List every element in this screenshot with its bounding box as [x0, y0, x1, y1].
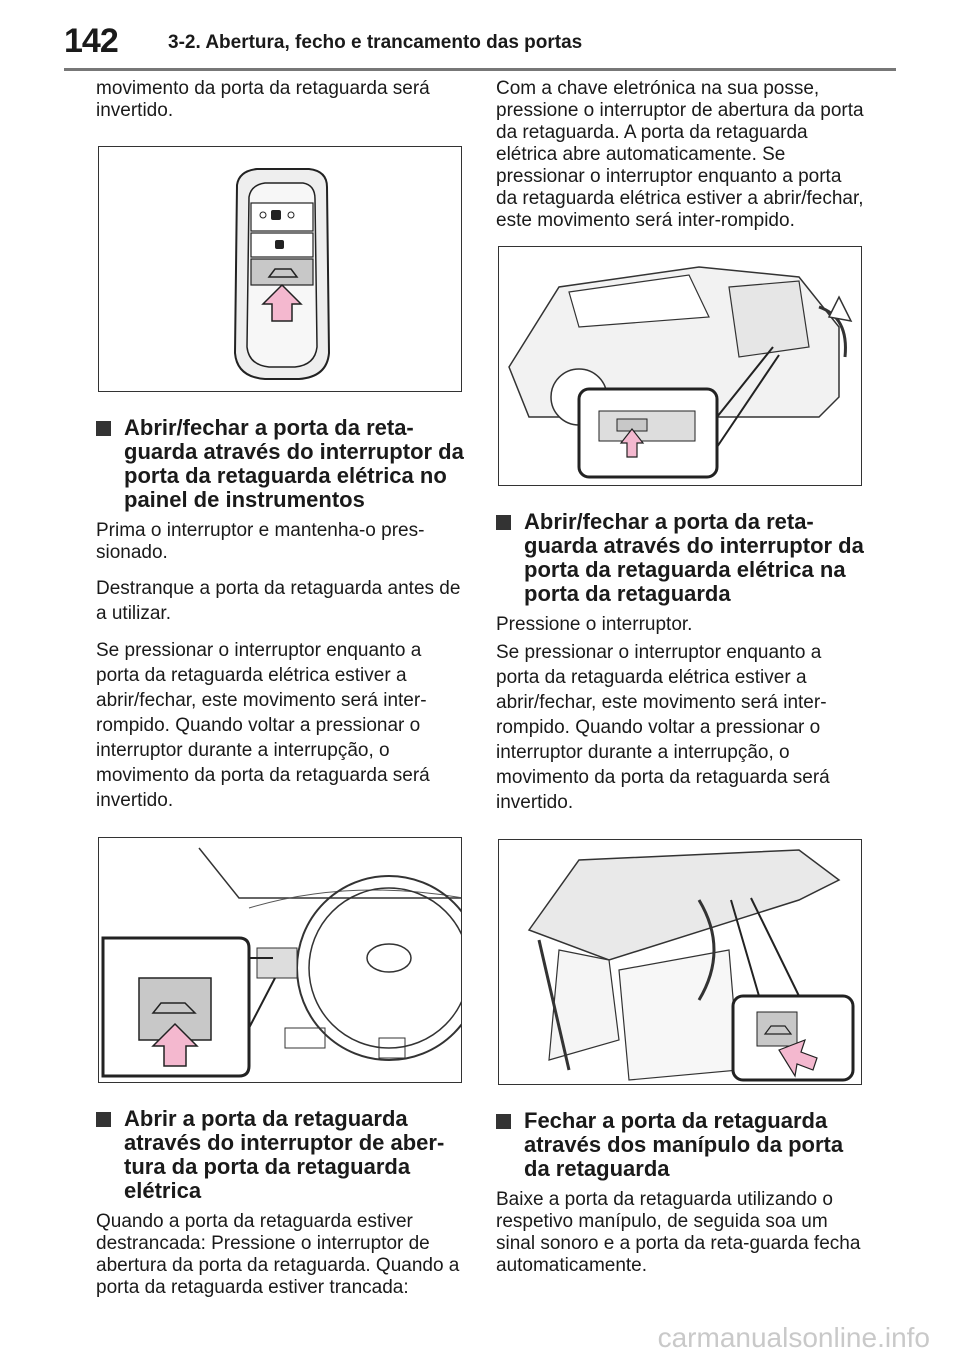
heading-text: Fechar a porta da retaguarda através dos…	[524, 1108, 844, 1181]
figure-instrument-panel	[98, 837, 462, 1083]
paragraph-close-handle: Baixe a porta da retaguarda utilizando o…	[496, 1189, 861, 1276]
paragraph-press: Pressione o interruptor.	[496, 614, 693, 635]
paragraph-interrupt: Se pressionar o interruptor enquanto a p…	[96, 640, 430, 811]
paragraph-smart-key-open: Com a chave eletrónica na sua posse, pre…	[496, 78, 864, 231]
heading-text: Abrir/fechar a porta da reta-guarda atra…	[124, 415, 464, 512]
figure-liftgate-switch	[498, 839, 862, 1085]
heading-opener-switch: Abrir a porta da retaguarda através do i…	[96, 1107, 466, 1203]
heading-text: Abrir a porta da retaguarda através do i…	[124, 1106, 445, 1203]
paragraph-press-switch: Prima o interruptor e mantenha-o pres-si…	[96, 520, 425, 563]
vehicle-rear-illustration	[508, 266, 853, 479]
section-title: 3-2. Abertura, fecho e trancamento das p…	[168, 32, 583, 53]
heading-dashboard-switch: Abrir/fechar a porta da reta-guarda atra…	[96, 416, 466, 512]
figure-smart-key	[98, 146, 462, 392]
heading-bullet	[96, 1112, 111, 1127]
heading-bullet	[496, 515, 511, 530]
header-rule	[64, 68, 896, 71]
heading-bullet	[96, 421, 111, 436]
paragraph-unlock: Destranque a porta da retaguarda antes d…	[96, 578, 461, 624]
heading-bullet	[496, 1114, 511, 1129]
right-column: Com a chave eletrónica na sua posse, pre…	[496, 78, 866, 1281]
smart-key-illustration	[233, 168, 331, 380]
page-number: 142	[64, 22, 119, 60]
instrument-panel-illustration	[101, 847, 461, 1078]
paragraph-unlocked-open: Quando a porta da retaguarda estiver des…	[96, 1211, 460, 1298]
liftgate-illustration	[527, 849, 855, 1082]
watermark: carmanualsonline.info	[657, 1322, 930, 1353]
paragraph-interrupt-right: Se pressionar o interruptor enquanto a p…	[496, 642, 830, 813]
intro-paragraph: movimento da porta da retaguarda será in…	[96, 78, 430, 121]
figure-rear-door-switch	[498, 246, 862, 486]
left-column: movimento da porta da retaguarda será in…	[96, 78, 466, 1303]
heading-back-door-switch: Abrir/fechar a porta da reta-guarda atra…	[496, 510, 866, 606]
heading-text: Abrir/fechar a porta da reta-guarda atra…	[524, 509, 864, 606]
heading-close-handle: Fechar a porta da retaguarda através dos…	[496, 1109, 866, 1181]
